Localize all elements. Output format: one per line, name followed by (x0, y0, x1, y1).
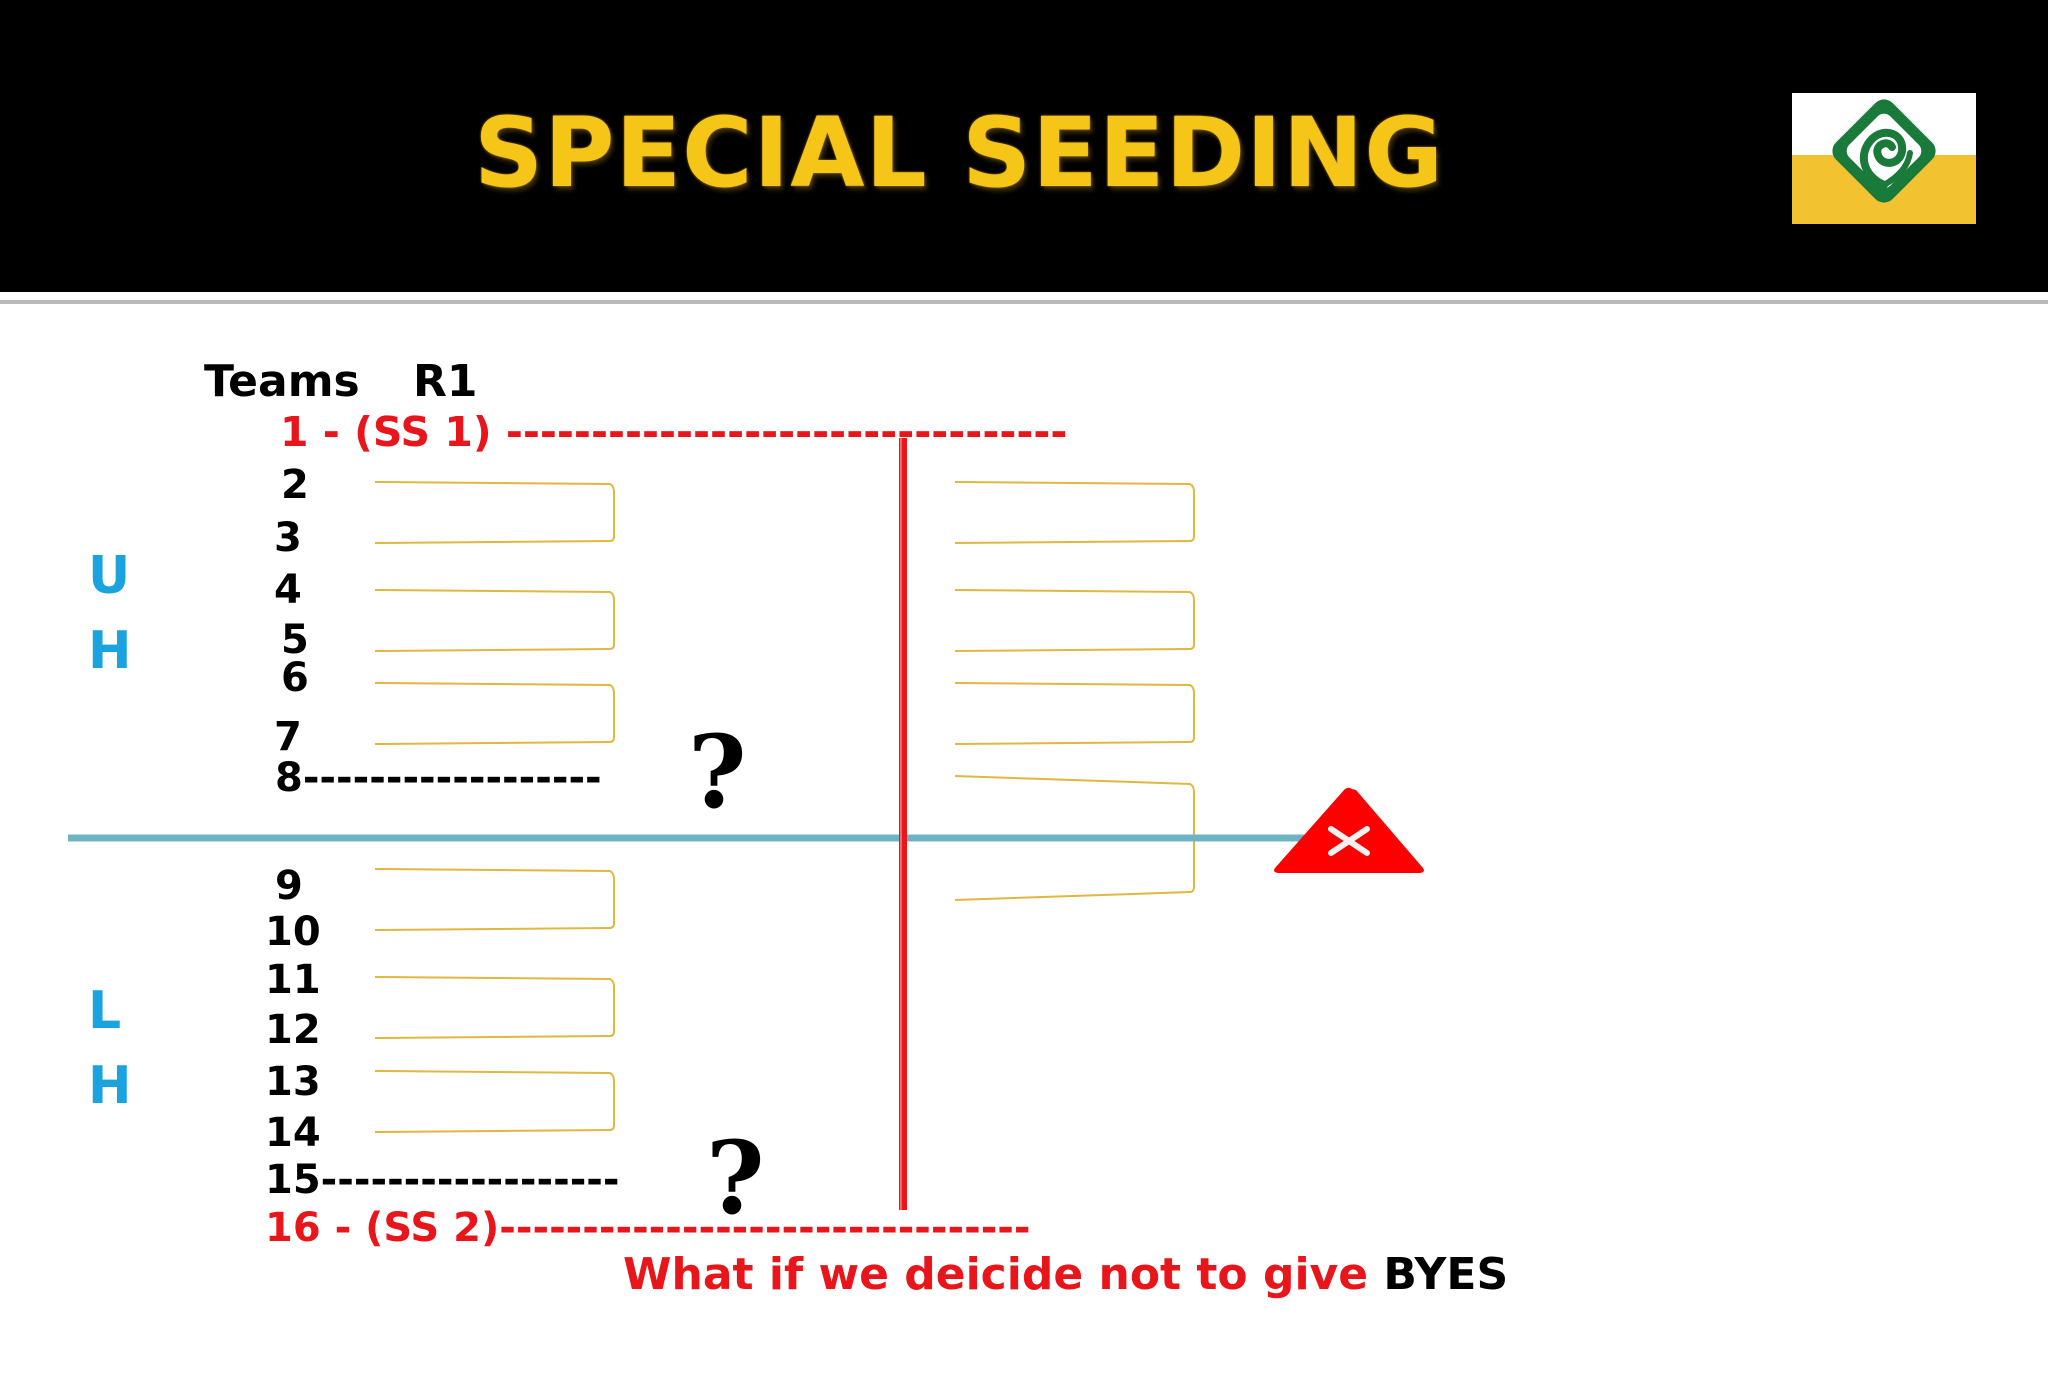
seed-2: 2 (281, 462, 309, 508)
upper-half-label-u: U (88, 546, 131, 606)
header-bar (0, 0, 2048, 292)
left-bracket-group (374, 481, 615, 1133)
seed-12: 12 (265, 1007, 321, 1053)
seed-1-special: 1 - (SS 1) -----------------------------… (280, 408, 1068, 456)
question-mark-upper-icon: ? (688, 713, 747, 831)
lower-half-label-l: L (88, 981, 122, 1041)
bracket-r2-c (954, 682, 1195, 745)
bracket-r2-a (954, 481, 1195, 544)
seed-14: 14 (265, 1110, 321, 1156)
warning-x-icon (1274, 787, 1424, 873)
seed-11: 11 (265, 957, 321, 1003)
bracket-4-5 (374, 589, 615, 652)
caption: What if we deicide not to give BYES (623, 1253, 1508, 1297)
caption-emphasis: BYES (1383, 1249, 1509, 1300)
bracket-11-12 (374, 976, 615, 1039)
slide-title: SPECIAL SEEDING (474, 97, 1444, 209)
seed-15: 15------------------ (265, 1157, 620, 1203)
caption-text: What if we deicide not to give (623, 1249, 1384, 1300)
round-header: R1 (413, 356, 478, 407)
bracket-9-10 (374, 868, 615, 931)
rose-logo-icon (1792, 93, 1976, 224)
header-divider (0, 300, 2048, 304)
bracket-2-3 (374, 481, 615, 544)
seed-13: 13 (265, 1059, 321, 1105)
bracket-6-7 (374, 682, 615, 745)
seed-5: 5 (281, 617, 309, 663)
seed-10: 10 (265, 909, 321, 955)
lower-half-label-h: H (88, 1056, 132, 1116)
seed-7: 7 (274, 714, 302, 760)
teams-header: Teams (204, 356, 360, 407)
seed-8: 8------------------ (275, 755, 602, 801)
seed-16-special: 16 - (SS 2)-----------------------------… (265, 1205, 1031, 1251)
seed-9: 9 (275, 863, 303, 909)
question-mark-lower-icon: ? (706, 1119, 765, 1237)
seed-4: 4 (274, 567, 302, 613)
bracket-r2-b (954, 589, 1195, 652)
upper-half-label-h: H (88, 621, 132, 681)
bracket-13-14 (374, 1070, 615, 1133)
seed-3: 3 (274, 515, 302, 561)
seed-6: 6 (281, 655, 309, 701)
